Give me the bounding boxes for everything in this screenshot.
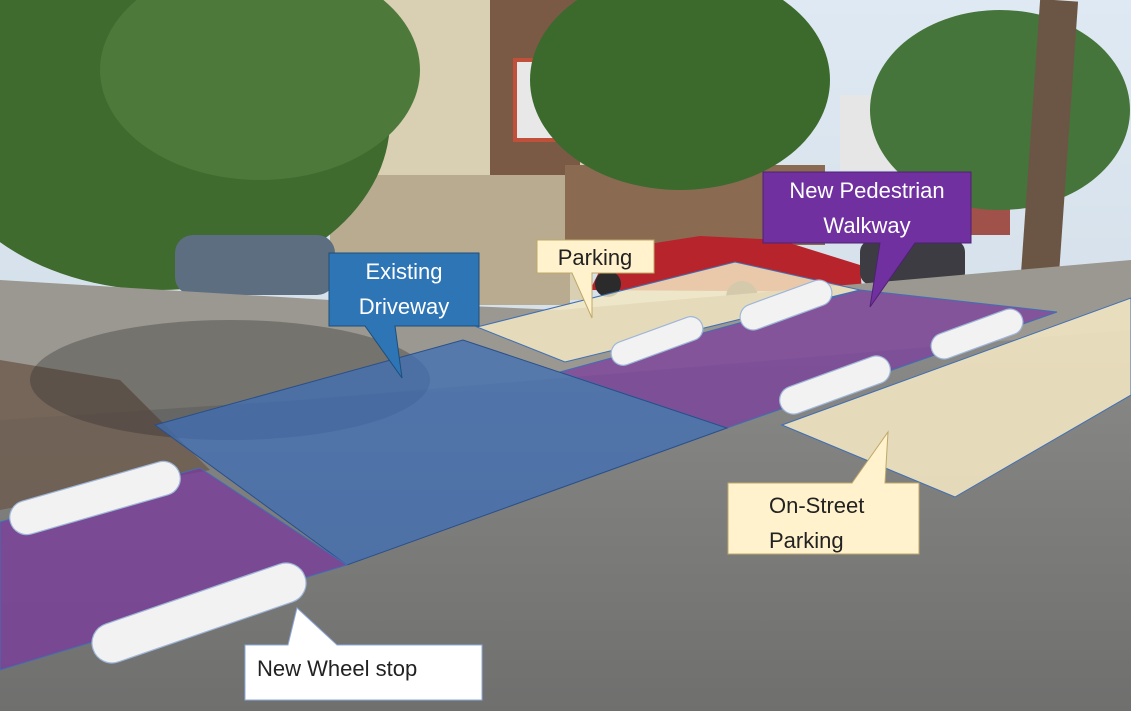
wheel-stop	[9, 460, 181, 536]
callout-existing-driveway-line1: Existing	[365, 259, 442, 284]
callout-parking-text: Parking	[558, 245, 633, 270]
callout-on-street-parking: On-Street Parking	[727, 430, 920, 555]
callout-wheel-stop-text: New Wheel stop	[257, 656, 417, 681]
wheel-stop	[91, 562, 307, 664]
callout-on-street-line1: On-Street	[769, 493, 864, 518]
callout-parking: Parking	[536, 239, 655, 319]
on-street-parking-zone	[780, 297, 1131, 498]
callout-new-pedestrian-walkway: New Pedestrian Walkway	[762, 171, 972, 308]
callout-walkway-line2: Walkway	[823, 213, 910, 238]
driveway-zone	[153, 339, 729, 566]
callout-walkway-line1: New Pedestrian	[789, 178, 944, 203]
wheel-stops	[9, 279, 1024, 664]
wheel-stop	[610, 316, 704, 366]
callout-existing-driveway-line2: Driveway	[359, 294, 449, 319]
callout-on-street-line2: Parking	[769, 528, 844, 553]
callout-existing-driveway: Existing Driveway	[328, 252, 480, 379]
callout-new-wheel-stop: New Wheel stop	[244, 607, 483, 701]
wheel-stop	[739, 279, 833, 331]
wheel-stop	[779, 355, 891, 415]
wheel-stop	[930, 308, 1024, 360]
